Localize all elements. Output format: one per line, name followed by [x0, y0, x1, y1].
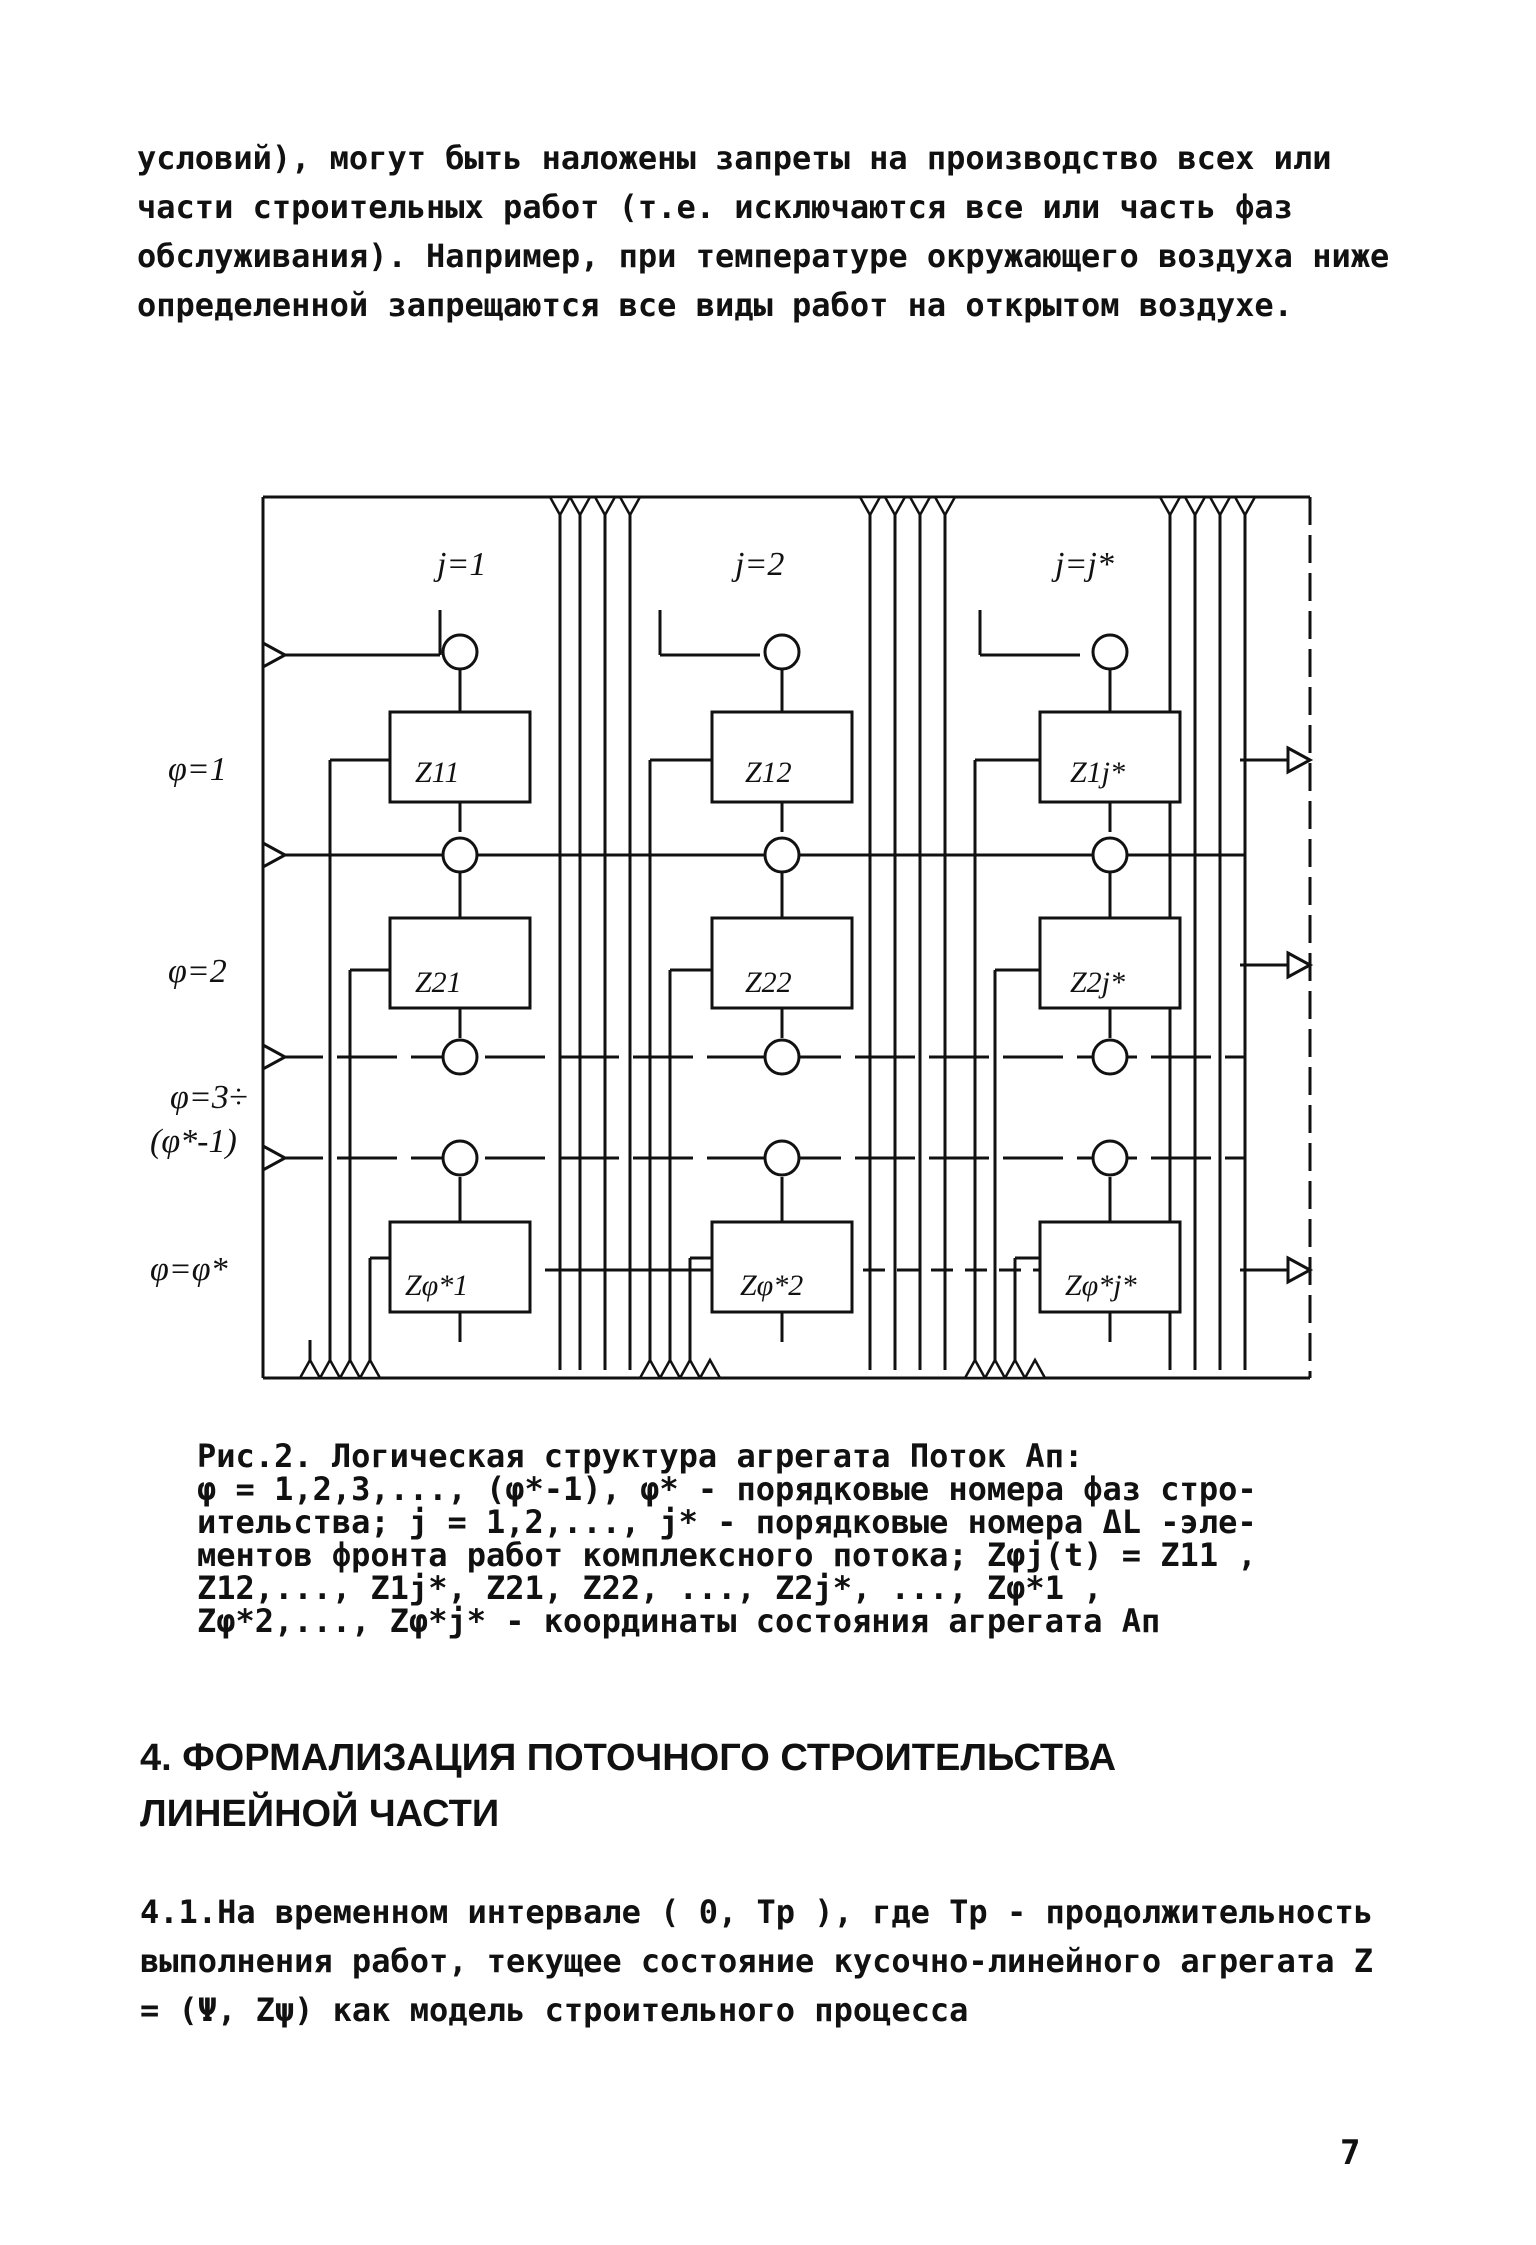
caption-line: φ = 1,2,3,..., (φ*-1), φ* - порядковые н…	[197, 1470, 1257, 1508]
summing-node	[763, 633, 801, 671]
row-label-3: φ=3÷	[170, 1079, 247, 1116]
row-label-5: φ=φ*	[150, 1251, 228, 1288]
summing-node	[441, 633, 479, 671]
section-heading: 4. ФОРМАЛИЗАЦИЯ ПОТОЧНОГО СТРОИТЕЛЬСТВА …	[140, 1737, 1117, 1835]
block-label: Z2j*	[1070, 966, 1125, 999]
bus-triangle	[1022, 1357, 1048, 1380]
caption-line: Z12,..., Z1j*, Z21, Z22, ..., Z2j*, ...,…	[197, 1569, 1103, 1607]
input-triangle	[261, 640, 289, 670]
bus-triangle	[297, 1357, 323, 1380]
block-label: Z11	[415, 756, 459, 789]
summing-node	[763, 1139, 801, 1177]
bus-triangle	[317, 1357, 343, 1380]
caption-line: ительства; j = 1,2,..., j* - порядковые …	[197, 1503, 1257, 1541]
column-label-3: j=j*	[1051, 546, 1114, 583]
summing-node	[1091, 1139, 1129, 1177]
bus-triangle	[617, 495, 643, 518]
row-label-2: φ=2	[168, 953, 227, 990]
block-label: Z22	[745, 966, 792, 999]
bus-triangle	[592, 495, 618, 518]
block-label: Zφ*2	[740, 1269, 803, 1302]
figure-caption: Рис.2. Логическая структура агрегата Пот…	[197, 1440, 1407, 1638]
page-number: 7	[1340, 2133, 1361, 2173]
summing-node	[763, 836, 801, 874]
summing-node	[763, 1038, 801, 1076]
output-triangle	[1286, 950, 1314, 980]
bus-triangle	[907, 495, 933, 518]
bus-triangle	[1232, 495, 1258, 518]
paragraph-intro: условий), могут быть наложены запреты на…	[137, 139, 1390, 324]
bus-triangle	[677, 1357, 703, 1380]
output-triangle	[1286, 745, 1314, 775]
bus-triangle	[1182, 495, 1208, 518]
block-label: Zφ*j*	[1065, 1269, 1137, 1302]
block-label: Z1j*	[1070, 756, 1125, 789]
bus-triangle	[1207, 495, 1233, 518]
bus-triangle	[337, 1357, 363, 1380]
row-label-1: φ=1	[168, 751, 227, 788]
block-label: Zφ*1	[405, 1269, 468, 1302]
input-triangle	[261, 840, 289, 870]
summing-node	[441, 1038, 479, 1076]
block-label: Z21	[415, 966, 462, 999]
state-block	[388, 1220, 532, 1314]
state-block	[710, 710, 854, 804]
summing-node	[1091, 836, 1129, 874]
column-label-1: j=1	[433, 546, 486, 583]
bus-triangle	[547, 495, 573, 518]
bus-triangle	[857, 495, 883, 518]
bus-triangle	[567, 495, 593, 518]
bus-triangle	[982, 1357, 1008, 1380]
input-triangle	[261, 1143, 289, 1173]
bus-triangle	[357, 1357, 383, 1380]
summing-node	[1091, 633, 1129, 671]
row-label-4: (φ*-1)	[150, 1123, 237, 1160]
summing-node	[441, 836, 479, 874]
caption-line: Рис.2. Логическая структура агрегата Пот…	[197, 1437, 1084, 1475]
bus-triangle	[697, 1357, 723, 1380]
bus-triangle	[932, 495, 958, 518]
bus-triangle	[962, 1357, 988, 1380]
paragraph-4-1: 4.1.На временном интервале ( 0, Tp ), гд…	[140, 1893, 1373, 2029]
block-label: Z12	[745, 756, 792, 789]
state-block	[1038, 916, 1182, 1010]
state-block	[388, 710, 532, 804]
summing-node	[1091, 1038, 1129, 1076]
bus-triangle	[1157, 495, 1183, 518]
output-triangle	[1286, 1255, 1314, 1285]
input-triangle	[261, 1042, 289, 1072]
column-label-2: j=2	[731, 546, 784, 583]
bus-triangle	[882, 495, 908, 518]
bus-triangle	[637, 1357, 663, 1380]
bus-triangle	[1002, 1357, 1028, 1380]
summing-node	[441, 1139, 479, 1177]
caption-line: Zφ*2,..., Zφ*j* - координаты состояния а…	[197, 1602, 1161, 1640]
bus-triangle	[657, 1357, 683, 1380]
caption-line: ментов фронта работ комплексного потока;…	[197, 1536, 1257, 1574]
